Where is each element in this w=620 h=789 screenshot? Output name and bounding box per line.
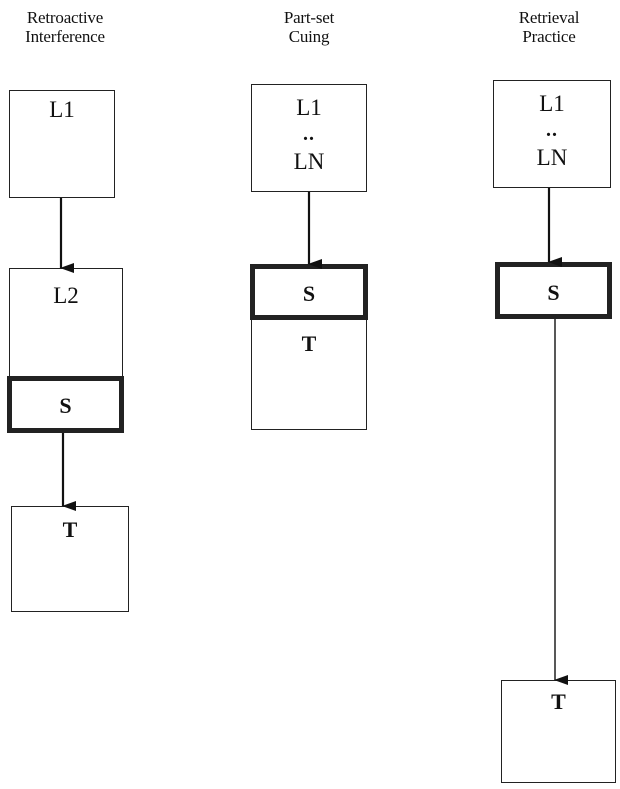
rp-target-label: T <box>551 689 566 714</box>
rp-list-box: L1 .. LN <box>493 80 611 188</box>
ri-l2-box: L2 <box>9 268 123 378</box>
psc-cue-label: S <box>302 281 316 306</box>
rp-target-box: T <box>501 680 616 783</box>
ri-l1-label: L1 <box>49 97 75 122</box>
psc-target-label: T <box>301 331 317 356</box>
psc-list-bottom-label: LN <box>293 149 325 174</box>
heading-retroactive-interference: Retroactive Interference <box>25 8 105 46</box>
rp-list-ellipsis: .. <box>546 119 558 141</box>
heading-retrieval-practice: Retrieval Practice <box>518 8 580 46</box>
ri-l1-box: L1 <box>9 90 115 198</box>
psc-list-box: L1 .. LN <box>251 84 367 192</box>
rp-list-bottom-label: LN <box>536 145 568 170</box>
ri-cue-label: S <box>59 393 72 418</box>
psc-list-top-label: L1 <box>296 95 322 120</box>
rp-cue-label: S <box>547 280 560 305</box>
psc-list-ellipsis: .. <box>303 123 315 145</box>
rp-list-top-label: L1 <box>539 91 565 116</box>
ri-cue-box: S <box>7 376 124 433</box>
ri-l2-label: L2 <box>53 283 79 308</box>
ri-target-label: T <box>62 517 78 542</box>
ri-target-box: T <box>11 506 129 612</box>
heading-part-set-cuing: Part-set Cuing <box>283 8 335 46</box>
